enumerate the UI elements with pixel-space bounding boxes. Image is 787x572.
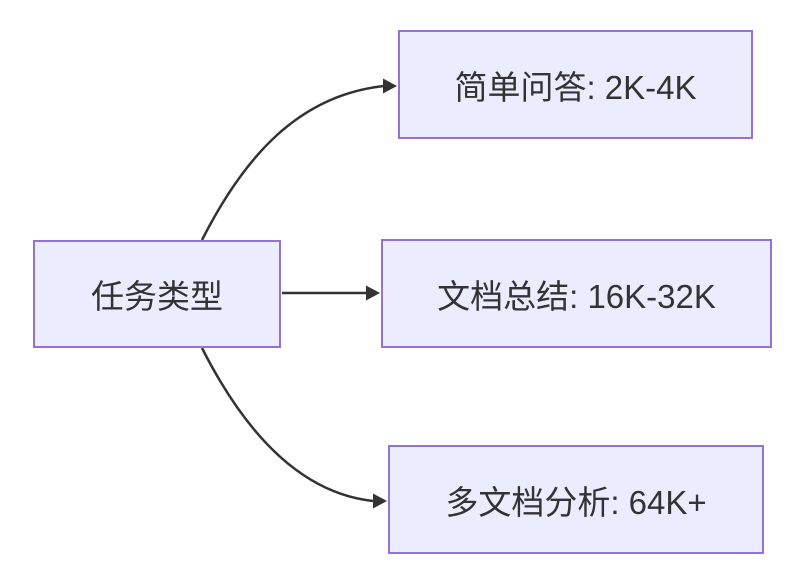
node-multi-doc-label: 多文档分析: 64K+	[445, 483, 707, 521]
arrowhead-multi-doc-icon	[373, 493, 387, 509]
edge-task-type-to-simple-qa	[200, 84, 385, 241]
node-task-type: 任务类型	[33, 240, 281, 348]
node-simple-qa-label: 简单问答: 2K-4K	[454, 68, 697, 106]
edge-task-type-to-multi-doc	[200, 347, 374, 503]
node-multi-doc: 多文档分析: 64K+	[388, 445, 764, 554]
node-task-type-label: 任务类型	[91, 278, 223, 315]
node-doc-summary: 文档总结: 16K-32K	[381, 239, 772, 348]
node-simple-qa: 简单问答: 2K-4K	[398, 30, 753, 139]
arrowhead-doc-summary-icon	[366, 285, 380, 301]
arrowhead-simple-qa-icon	[383, 78, 397, 94]
node-doc-summary-label: 文档总结: 16K-32K	[437, 277, 716, 315]
